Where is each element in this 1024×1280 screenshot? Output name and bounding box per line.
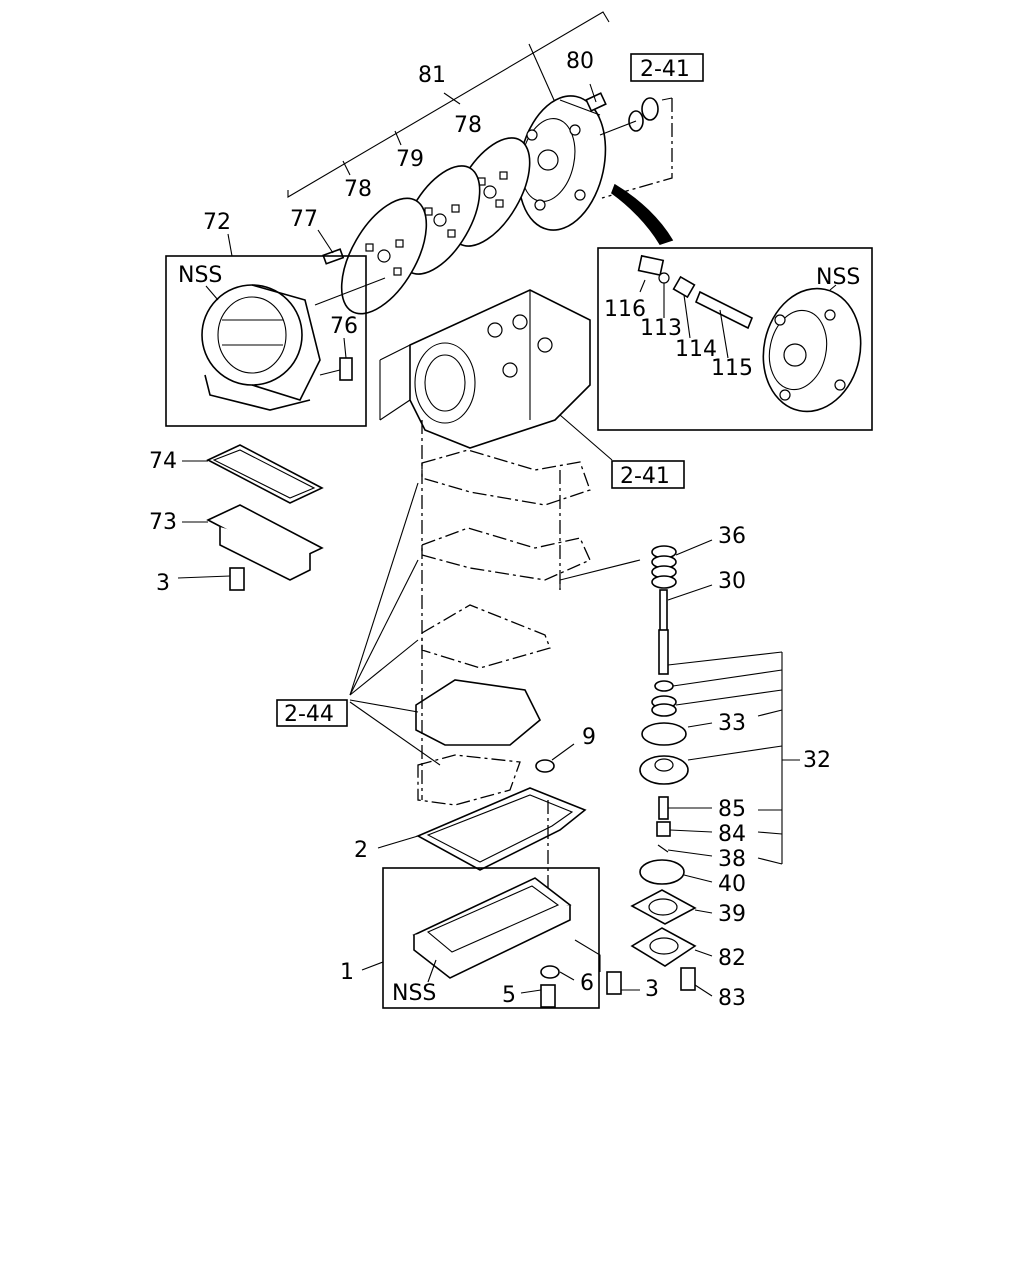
label-5: 5 bbox=[502, 983, 516, 1008]
label-39: 39 bbox=[718, 902, 746, 927]
label-9: 9 bbox=[582, 725, 596, 750]
ref-2-41-mid: 2-41 bbox=[620, 464, 670, 489]
pump-cover bbox=[517, 95, 607, 231]
label-73: 73 bbox=[149, 510, 177, 535]
ref-box-2-41-mid: 2-41 bbox=[611, 460, 685, 489]
label-32: 32 bbox=[803, 748, 831, 773]
pin-30 bbox=[659, 584, 713, 635]
ref-box-2-41-top: 2-41 bbox=[630, 53, 704, 82]
label-80: 80 bbox=[566, 49, 594, 74]
label-114: 114 bbox=[675, 337, 717, 362]
label-38: 38 bbox=[718, 847, 746, 872]
label-6: 6 bbox=[580, 971, 594, 996]
o-rings-2-41 bbox=[599, 97, 673, 199]
ref-2-41-top: 2-41 bbox=[640, 57, 690, 82]
label-79: 79 bbox=[396, 147, 424, 172]
rod-32 bbox=[639, 629, 800, 865]
snap-ring-40 bbox=[639, 859, 713, 885]
label-78-bottom: 78 bbox=[344, 177, 372, 202]
label-78-top: 78 bbox=[454, 113, 482, 138]
label-116: 116 bbox=[604, 297, 646, 322]
transmission-case bbox=[379, 289, 613, 461]
valve-body-stack bbox=[349, 420, 641, 806]
bolt-80 bbox=[585, 83, 607, 112]
label-85: 85 bbox=[718, 797, 746, 822]
label-77: 77 bbox=[290, 207, 318, 232]
ref-box-2-44: 2-44 bbox=[276, 699, 348, 727]
label-81: 81 bbox=[418, 63, 446, 88]
label-83: 83 bbox=[718, 986, 746, 1011]
bolt-83 bbox=[680, 967, 713, 997]
screw-77 bbox=[317, 229, 345, 265]
gasket-2 bbox=[377, 787, 587, 900]
pan-73 bbox=[182, 504, 324, 581]
label-3-right: 3 bbox=[645, 977, 659, 1002]
ref-2-44: 2-44 bbox=[284, 702, 334, 727]
nss-label-pump: NSS bbox=[816, 265, 860, 290]
washer-9 bbox=[535, 743, 575, 773]
label-72: 72 bbox=[203, 210, 231, 235]
gasket-74 bbox=[182, 444, 324, 504]
label-84: 84 bbox=[718, 822, 746, 847]
spring-36 bbox=[651, 539, 713, 589]
box-72 bbox=[165, 233, 386, 427]
label-3-left: 3 bbox=[156, 571, 170, 596]
nss-label-pan: NSS bbox=[392, 981, 436, 1006]
label-113: 113 bbox=[640, 316, 682, 341]
nss-label-72: NSS bbox=[178, 263, 222, 288]
label-2: 2 bbox=[354, 838, 368, 863]
box-oil-pan bbox=[361, 867, 600, 1009]
cover-82 bbox=[630, 927, 713, 967]
label-40: 40 bbox=[718, 872, 746, 897]
bolt-3-right bbox=[574, 939, 640, 995]
bolt-5 bbox=[520, 984, 556, 1008]
label-33: 33 bbox=[718, 711, 746, 736]
label-115: 115 bbox=[711, 356, 753, 381]
label-30: 30 bbox=[718, 569, 746, 594]
label-1: 1 bbox=[340, 960, 354, 985]
label-74: 74 bbox=[149, 449, 177, 474]
gasket-39 bbox=[630, 889, 713, 925]
label-36: 36 bbox=[718, 524, 746, 549]
bracket-81 bbox=[287, 11, 610, 198]
washer-6 bbox=[540, 965, 575, 981]
disc-78-bottom bbox=[340, 197, 428, 315]
pump-detail-box bbox=[597, 183, 873, 431]
bolt-3-left bbox=[177, 567, 245, 591]
plug-76 bbox=[319, 337, 353, 381]
label-82: 82 bbox=[718, 946, 746, 971]
label-76: 76 bbox=[330, 314, 358, 339]
